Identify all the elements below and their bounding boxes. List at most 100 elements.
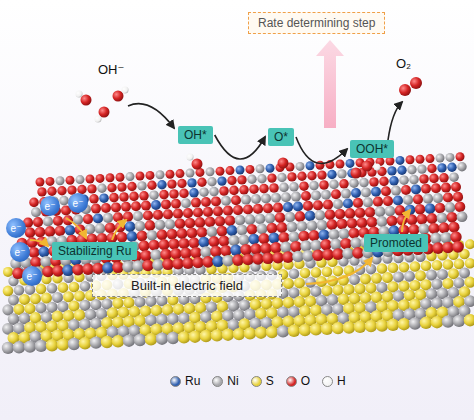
node-text: e⁻ <box>73 198 84 209</box>
atom <box>163 209 173 219</box>
atom <box>156 170 165 179</box>
atom <box>322 267 333 278</box>
oh-adsorbate <box>187 154 203 170</box>
atom <box>387 166 396 175</box>
atom <box>232 254 244 266</box>
field-box: Built-in electric field <box>92 274 282 297</box>
atom <box>289 269 300 280</box>
atom <box>449 222 460 233</box>
atom <box>217 226 228 237</box>
atom <box>321 190 331 200</box>
atom <box>283 202 293 212</box>
atom <box>233 328 245 340</box>
atom <box>159 190 169 200</box>
legend-item: O <box>286 374 310 388</box>
legend-item: Ni <box>212 374 238 388</box>
atom <box>229 235 240 246</box>
atom <box>230 245 241 256</box>
atom <box>36 284 47 295</box>
atom <box>211 196 221 206</box>
atom <box>253 204 263 214</box>
atom <box>217 176 226 185</box>
atom <box>101 336 113 348</box>
atom <box>319 230 330 241</box>
atom <box>251 194 261 204</box>
atom <box>282 251 294 263</box>
atom <box>431 316 443 328</box>
legend: RuNiSOH <box>170 374 346 388</box>
catalyst-slab <box>2 152 474 354</box>
atom <box>187 228 198 239</box>
atom <box>134 334 146 346</box>
atom <box>399 175 409 185</box>
atom <box>181 198 191 208</box>
atom <box>439 173 449 183</box>
atom <box>311 267 322 278</box>
atom <box>369 177 379 187</box>
atom <box>209 187 219 197</box>
atom <box>277 222 288 233</box>
legend-text: S <box>266 374 274 388</box>
atom <box>241 195 251 205</box>
atom <box>416 155 425 164</box>
atom <box>311 190 321 200</box>
atom <box>240 244 251 255</box>
atom <box>347 218 358 229</box>
atom <box>133 211 143 221</box>
atom <box>417 214 428 225</box>
legend-item: S <box>251 374 274 388</box>
atom <box>317 170 326 179</box>
atom <box>436 154 445 163</box>
atom <box>129 192 139 202</box>
atom <box>457 211 468 222</box>
atom <box>393 195 403 205</box>
atom <box>417 164 426 173</box>
atom <box>257 174 266 183</box>
atom <box>166 170 175 179</box>
atom <box>266 326 278 338</box>
atom <box>209 236 220 247</box>
atom <box>280 242 291 253</box>
atom <box>229 186 239 196</box>
atom <box>300 268 311 279</box>
atom <box>385 206 396 217</box>
atom <box>42 266 54 278</box>
atom <box>321 323 333 335</box>
atom <box>105 223 116 234</box>
atom <box>2 342 14 354</box>
atom <box>202 256 214 268</box>
intermediate-box: O* <box>268 128 294 146</box>
node-text: O* <box>274 130 288 144</box>
atom <box>299 324 311 336</box>
atom <box>442 315 454 327</box>
atom <box>389 176 399 186</box>
atom <box>167 229 178 240</box>
atom <box>147 230 158 241</box>
atom <box>109 193 119 203</box>
atom <box>387 319 399 331</box>
atom <box>145 220 156 231</box>
atom <box>131 201 141 211</box>
atom <box>297 172 306 181</box>
atom <box>119 192 129 202</box>
atom <box>331 189 341 199</box>
atom <box>90 336 102 348</box>
atom <box>357 217 368 228</box>
atom <box>219 236 230 247</box>
atom <box>220 245 231 256</box>
atom <box>226 166 235 175</box>
atom <box>439 222 450 233</box>
atom <box>216 167 225 176</box>
atom <box>265 213 276 224</box>
atom <box>440 232 451 243</box>
atom <box>45 226 56 237</box>
atom <box>239 234 250 245</box>
atom <box>391 186 401 196</box>
atom <box>139 191 149 201</box>
electron-circle: e⁻ <box>22 266 42 286</box>
atom <box>310 240 321 251</box>
atom <box>167 179 176 188</box>
atom <box>43 216 53 226</box>
electron-circle: e⁻ <box>40 196 60 216</box>
atom <box>319 180 329 190</box>
